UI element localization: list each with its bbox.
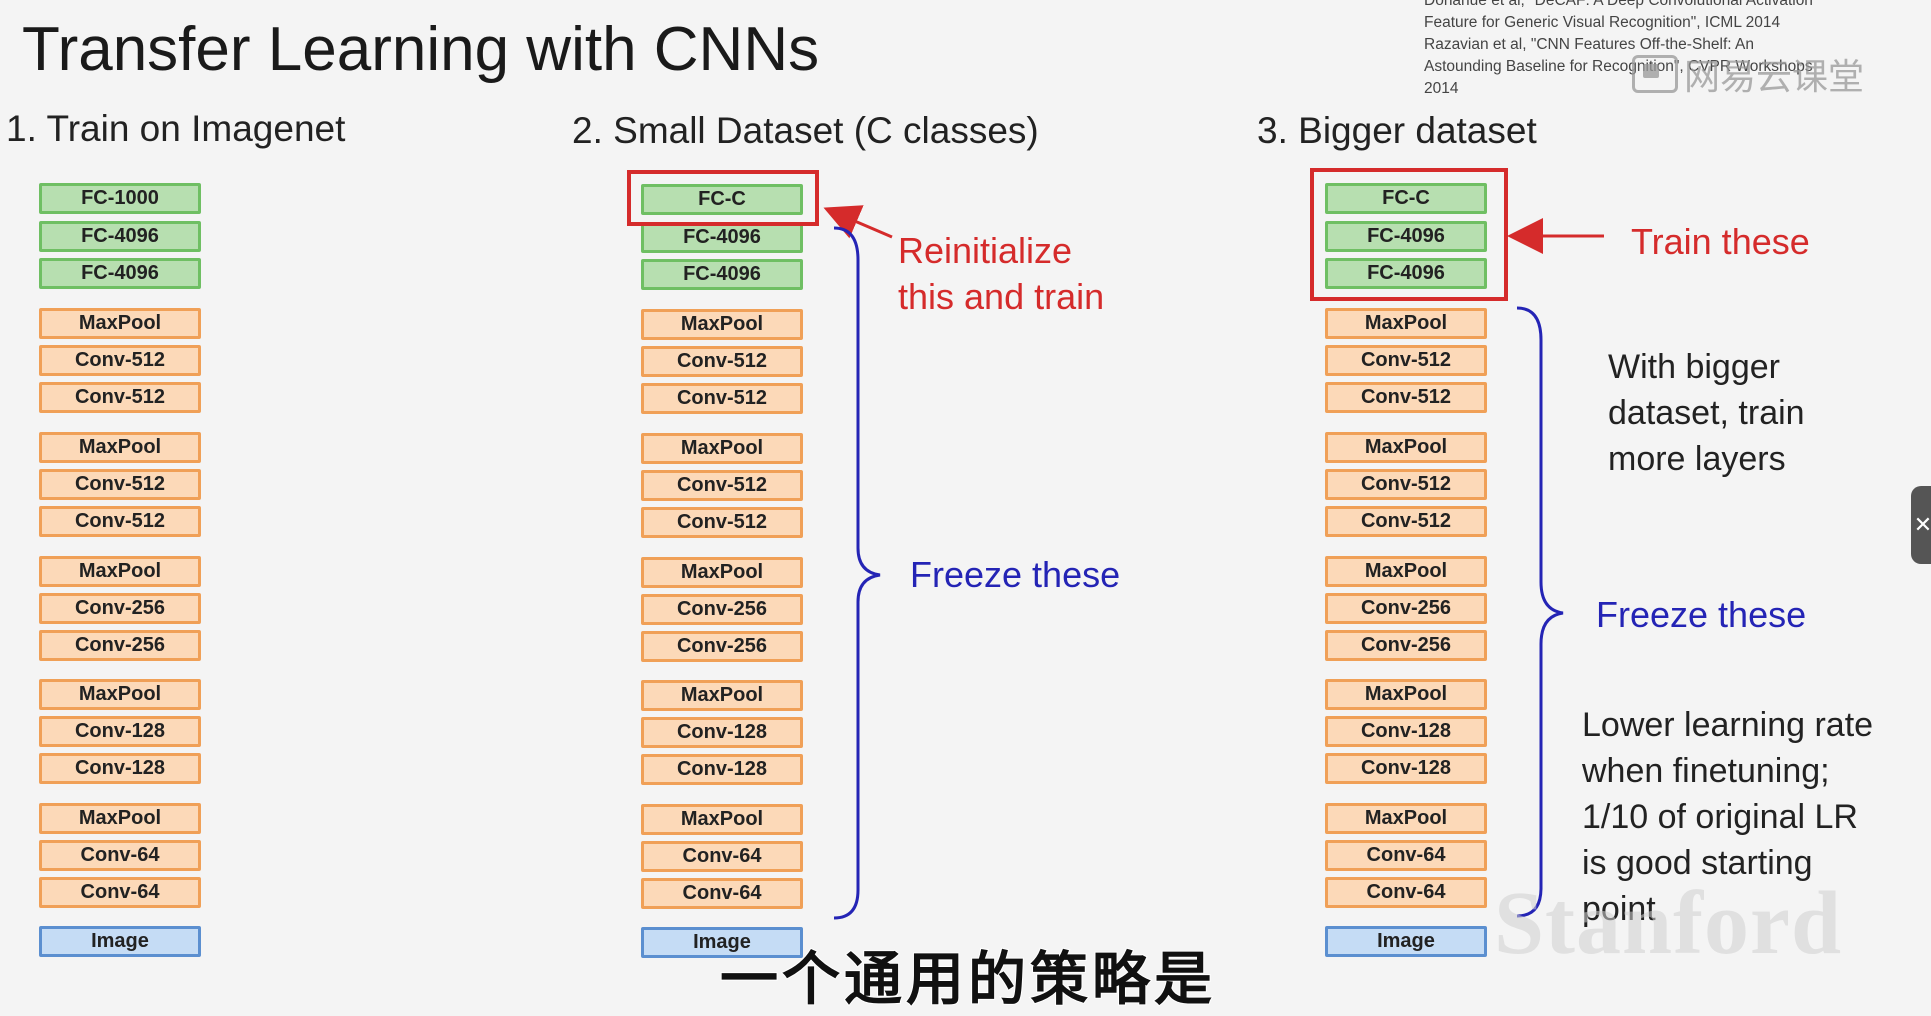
network-layer: Conv-512 <box>39 469 201 500</box>
network-layer: FC-4096 <box>1325 221 1487 252</box>
network-layer: Conv-256 <box>641 631 803 662</box>
network-layer: FC-4096 <box>39 258 201 289</box>
network-layer: Conv-64 <box>1325 877 1487 908</box>
network-layer: Conv-64 <box>39 840 201 871</box>
network-layer: MaxPool <box>641 309 803 340</box>
network-layer: FC-1000 <box>39 183 201 214</box>
bigger-note-line3: more layers <box>1608 440 1786 478</box>
network-layer: Conv-512 <box>39 506 201 537</box>
network-layer: MaxPool <box>641 433 803 464</box>
lr-note-line5: point <box>1582 890 1656 928</box>
netease-logo-icon <box>1632 55 1678 93</box>
network-layer: Conv-256 <box>1325 593 1487 624</box>
network-layer: MaxPool <box>1325 803 1487 834</box>
network-layer: Conv-64 <box>641 878 803 909</box>
network-layer: Conv-128 <box>1325 716 1487 747</box>
freeze-brace-bigger <box>1516 306 1564 918</box>
network-layer: Conv-512 <box>1325 506 1487 537</box>
network-layer: Conv-128 <box>641 717 803 748</box>
network-layer: Conv-64 <box>39 877 201 908</box>
reference-line: Razavian et al, "CNN Features Off-the-Sh… <box>1424 36 1755 53</box>
video-subtitle: 一个通用的策略是 <box>719 946 1217 1013</box>
references: Donahue et al, "DeCAF: A Deep Convolutio… <box>1424 0 1904 100</box>
reference-line: Donahue et al, "DeCAF: A Deep Convolutio… <box>1424 0 1813 9</box>
lr-note-line2: when finetuning; <box>1582 752 1830 790</box>
network-layer: MaxPool <box>39 679 201 710</box>
network-layer: MaxPool <box>1325 556 1487 587</box>
lr-note-line4: is good starting <box>1582 844 1813 882</box>
lr-note-line1: Lower learning rate <box>1582 706 1874 744</box>
bigger-note-line2: dataset, train <box>1608 394 1805 432</box>
network-layer: Conv-64 <box>1325 840 1487 871</box>
netease-watermark: 网易云课堂 <box>1632 48 1864 100</box>
network-layer: MaxPool <box>39 432 201 463</box>
image-input-layer: Image <box>641 927 803 958</box>
network-layer: MaxPool <box>1325 308 1487 339</box>
network-layer: FC-4096 <box>641 259 803 290</box>
stanford-watermark: Stanford <box>1494 874 1843 973</box>
network-layer: FC-4096 <box>39 221 201 252</box>
watermark-text: 网易云课堂 <box>1684 56 1865 97</box>
image-input-layer: Image <box>39 926 201 957</box>
freeze-brace-small <box>833 226 881 920</box>
network-layer: Conv-512 <box>641 470 803 501</box>
side-panel-toggle-button[interactable]: ✕ <box>1911 486 1931 564</box>
column-heading-2: 2. Small Dataset (C classes) <box>572 110 1039 151</box>
network-layer: Conv-512 <box>1325 345 1487 376</box>
network-layer: MaxPool <box>39 803 201 834</box>
network-layer: Conv-512 <box>1325 382 1487 413</box>
image-input-layer: Image <box>1325 926 1487 957</box>
column-heading-3: 3. Bigger dataset <box>1257 110 1537 151</box>
reinitialize-highlight-box <box>627 170 819 226</box>
reference-line: 2014 <box>1424 80 1459 97</box>
slide-title: Transfer Learning with CNNs <box>22 15 820 84</box>
network-layer: Conv-512 <box>641 507 803 538</box>
network-layer: Conv-512 <box>39 345 201 376</box>
column-heading-1: 1. Train on Imagenet <box>6 108 346 149</box>
network-layer: Conv-256 <box>641 594 803 625</box>
network-layer: MaxPool <box>1325 432 1487 463</box>
network-layer: MaxPool <box>39 308 201 339</box>
network-layer: Conv-512 <box>1325 469 1487 500</box>
reinitialize-arrow <box>823 205 893 239</box>
network-layer: MaxPool <box>1325 679 1487 710</box>
network-layer: MaxPool <box>641 680 803 711</box>
lr-note-line3: 1/10 of original LR <box>1582 798 1858 836</box>
network-layer: Conv-256 <box>39 630 201 661</box>
network-layer: Conv-128 <box>1325 753 1487 784</box>
network-layer: Conv-128 <box>39 716 201 747</box>
train-note: Train these <box>1631 221 1810 262</box>
bigger-note-line1: With bigger <box>1608 348 1780 386</box>
network-layer: Conv-256 <box>39 593 201 624</box>
network-layer: MaxPool <box>641 804 803 835</box>
reference-line: Astounding Baseline for Recognition", CV… <box>1424 58 1813 75</box>
network-layer: FC-4096 <box>1325 258 1487 289</box>
reference-line: Feature for Generic Visual Recognition",… <box>1424 14 1781 31</box>
network-layer: Conv-128 <box>39 753 201 784</box>
reinitialize-note-line2: this and train <box>898 276 1105 317</box>
train-highlight-box <box>1310 168 1508 301</box>
freeze-note-small: Freeze these <box>910 554 1121 595</box>
network-layer: FC-C <box>641 184 803 215</box>
network-layer: Conv-512 <box>641 383 803 414</box>
network-layer: Conv-256 <box>1325 630 1487 661</box>
network-layer: Conv-128 <box>641 754 803 785</box>
freeze-note-bigger: Freeze these <box>1596 594 1807 635</box>
network-layer: FC-4096 <box>641 222 803 253</box>
network-layer: Conv-512 <box>39 382 201 413</box>
reinitialize-note-line1: Reinitialize <box>898 230 1073 271</box>
network-layer: MaxPool <box>641 557 803 588</box>
close-icon: ✕ <box>1913 512 1931 537</box>
annotation-arrows-braces <box>823 205 1604 920</box>
network-layer: FC-C <box>1325 183 1487 214</box>
network-layer: Conv-512 <box>641 346 803 377</box>
network-layer: MaxPool <box>39 556 201 587</box>
network-layer: Conv-64 <box>641 841 803 872</box>
